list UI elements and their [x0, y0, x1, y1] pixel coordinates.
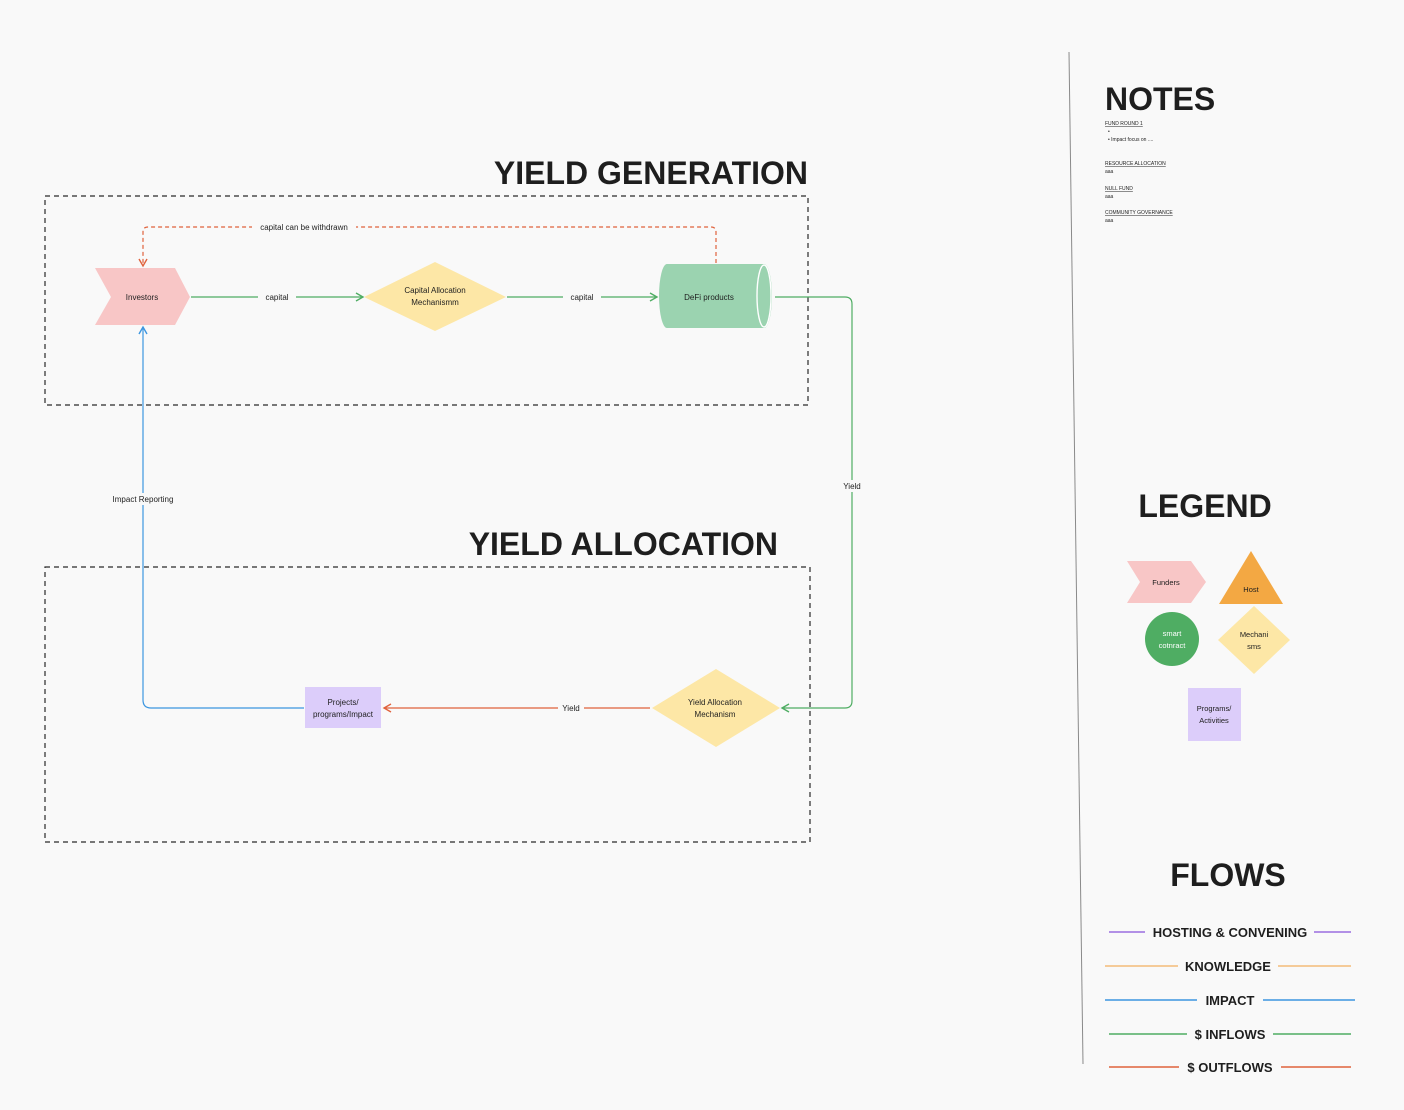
- yield-allocation-label-2: Mechanism: [695, 710, 736, 719]
- flow-hosting-label: HOSTING & CONVENING: [1153, 925, 1308, 940]
- yield-allocation-shape: [652, 669, 780, 747]
- node-projects-programs-impact[interactable]: Projects/ programs/Impact: [305, 687, 381, 728]
- legend-programs-activities: Programs/ Activities: [1188, 688, 1241, 741]
- yield-allocation-title: YIELD ALLOCATION: [469, 526, 778, 562]
- note-bullet-2: • Impact focus on ....: [1108, 137, 1153, 143]
- projects-shape: [305, 687, 381, 728]
- flow-impact-label: IMPACT: [1206, 993, 1255, 1008]
- node-yield-allocation-mechanism[interactable]: Yield Allocation Mechanism: [652, 669, 780, 747]
- edge-label-capital-2: capital: [570, 293, 593, 302]
- flows-title: FLOWS: [1170, 857, 1286, 893]
- node-investors[interactable]: Investors: [95, 268, 190, 325]
- yield-allocation-frame: [44, 566, 811, 843]
- legend-panel: Funders Host smart cotnract Mechani sms …: [1127, 551, 1290, 741]
- notes-panel: FUND ROUND 1 • • Impact focus on .... RE…: [1105, 121, 1173, 224]
- legend-funders-shape: [1127, 561, 1206, 603]
- note-fund-round: FUND ROUND 1: [1105, 121, 1143, 127]
- investors-shape: [95, 268, 190, 325]
- note-resource-allocation: RESOURCE ALLOCATION: [1105, 161, 1166, 167]
- legend-programs-shape: [1188, 688, 1241, 741]
- legend-programs-label-2: Activities: [1199, 716, 1229, 725]
- legend-programs-label-1: Programs/: [1197, 704, 1233, 713]
- edge-label-yield-bottom: Yield: [562, 704, 580, 713]
- edge-label-yield-right: Yield: [843, 482, 861, 491]
- yield-generation-frame: [44, 195, 809, 406]
- projects-label-1: Projects/: [327, 698, 359, 707]
- legend-smart-contract: smart cotnract: [1145, 612, 1199, 666]
- capital-allocation-shape: [364, 262, 506, 331]
- note-null-text: aaa: [1105, 194, 1114, 200]
- flows-panel: HOSTING & CONVENING KNOWLEDGE IMPACT $ I…: [1105, 925, 1355, 1075]
- legend-title: LEGEND: [1138, 488, 1271, 524]
- edge-label-capital-1: capital: [265, 293, 288, 302]
- edges: capital capital capital can be withdrawn…: [106, 221, 864, 714]
- legend-host-label: Host: [1243, 585, 1259, 594]
- defi-products-label: DeFi products: [684, 293, 734, 302]
- flow-outflows-label: $ OUTFLOWS: [1187, 1060, 1273, 1075]
- defi-cylinder-body: [659, 264, 772, 328]
- legend-mech-label-1: Mechani: [1240, 630, 1269, 639]
- edge-withdrawn[interactable]: [138, 226, 717, 268]
- legend-smart-contract-shape: [1145, 612, 1199, 666]
- flow-inflows-label: $ INFLOWS: [1195, 1027, 1266, 1042]
- note-community-text: aaa: [1105, 218, 1114, 224]
- edge-label-impact-reporting: Impact Reporting: [113, 495, 174, 504]
- flow-impact: IMPACT: [1105, 993, 1355, 1008]
- legend-mech-label-2: sms: [1247, 642, 1261, 651]
- flow-hosting-convening: HOSTING & CONVENING: [1109, 925, 1351, 940]
- legend-funders-label: Funders: [1152, 578, 1180, 587]
- projects-label-2: programs/Impact: [313, 710, 374, 719]
- flow-knowledge-label: KNOWLEDGE: [1185, 959, 1271, 974]
- legend-mechanisms-shape: [1218, 606, 1290, 674]
- edge-yield-right[interactable]: [775, 296, 853, 713]
- legend-mechanisms: Mechani sms: [1218, 606, 1290, 674]
- note-null-fund: NULL FUND: [1105, 186, 1133, 192]
- flow-outflows: $ OUTFLOWS: [1109, 1060, 1351, 1075]
- edge-impact-reporting[interactable]: [138, 325, 304, 709]
- notes-title: NOTES: [1105, 81, 1215, 117]
- note-bullet-1: •: [1108, 129, 1110, 135]
- flow-knowledge: KNOWLEDGE: [1105, 959, 1351, 974]
- capital-allocation-label-1: Capital Allocation: [404, 286, 465, 295]
- legend-host: Host: [1219, 551, 1283, 604]
- edge-label-withdrawn: capital can be withdrawn: [260, 223, 348, 232]
- legend-smart-label-1: smart: [1163, 629, 1183, 638]
- note-resource-text: aaa: [1105, 169, 1114, 175]
- defi-cylinder-cap: [756, 264, 772, 328]
- node-defi-products[interactable]: DeFi products: [659, 264, 772, 328]
- capital-allocation-label-2: Mechanismm: [411, 298, 459, 307]
- investors-label: Investors: [126, 293, 158, 302]
- flow-inflows: $ INFLOWS: [1109, 1027, 1351, 1042]
- yield-allocation-label-1: Yield Allocation: [688, 698, 742, 707]
- legend-funders: Funders: [1127, 561, 1206, 603]
- panel-divider: [1068, 51, 1084, 1065]
- legend-host-shape: [1219, 551, 1283, 604]
- legend-smart-label-2: cotnract: [1159, 641, 1187, 650]
- note-community-governance: COMMUNITY GOVERNANCE: [1105, 210, 1173, 216]
- yield-generation-title: YIELD GENERATION: [494, 155, 808, 191]
- node-capital-allocation-mechanism[interactable]: Capital Allocation Mechanismm: [364, 262, 506, 331]
